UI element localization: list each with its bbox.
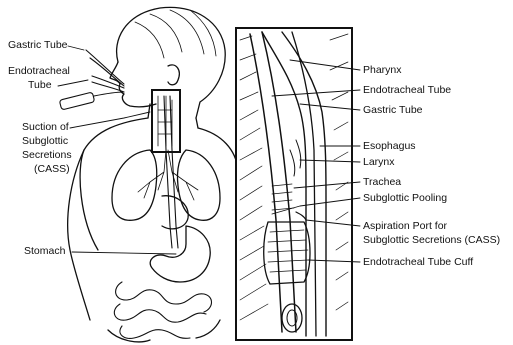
label-gastric-tube: Gastric Tube: [8, 39, 68, 51]
label-pharynx: Pharynx: [363, 64, 402, 76]
left-lung: [112, 150, 157, 220]
human-figure: [68, 7, 238, 341]
label-aspiration-port-line1: Aspiration Port for: [363, 220, 448, 232]
label-et-tube-cuff: Endotracheal Tube Cuff: [363, 256, 473, 268]
label-endotracheal-line1: Endotracheal: [8, 65, 70, 77]
label-stomach: Stomach: [24, 245, 66, 257]
label-subglottic-pooling: Subglottic Pooling: [363, 192, 447, 204]
label-suction-line4: (CASS): [34, 163, 70, 175]
label-esophagus: Esophagus: [363, 140, 416, 152]
label-suction-line1: Suction of: [22, 121, 69, 133]
gastric-tube-external: [86, 50, 124, 84]
ear: [168, 65, 179, 85]
right-lung: [177, 150, 220, 220]
label-suction-line3: Secretions: [22, 149, 72, 161]
left-leaders: [58, 46, 176, 254]
suction-line: [94, 92, 124, 96]
neck: [148, 104, 198, 128]
intestines: [114, 282, 211, 338]
label-gastric-tube-right: Gastric Tube: [363, 104, 423, 116]
label-endotracheal-tube: Endotracheal Tube: [363, 84, 451, 96]
label-suction-line2: Subglottic: [22, 135, 68, 147]
arm: [68, 150, 90, 320]
label-trachea: Trachea: [363, 176, 401, 188]
label-larynx: Larynx: [363, 156, 395, 168]
label-aspiration-port-line2: Subglottic Secretions (CASS): [363, 234, 500, 246]
tubes-into-mouth: [59, 50, 178, 248]
torso-outline: [80, 118, 238, 250]
head-outline: [117, 7, 226, 118]
suction-connector: [59, 92, 94, 110]
label-endotracheal-line2: Tube: [28, 79, 52, 91]
face-profile: [110, 62, 156, 107]
